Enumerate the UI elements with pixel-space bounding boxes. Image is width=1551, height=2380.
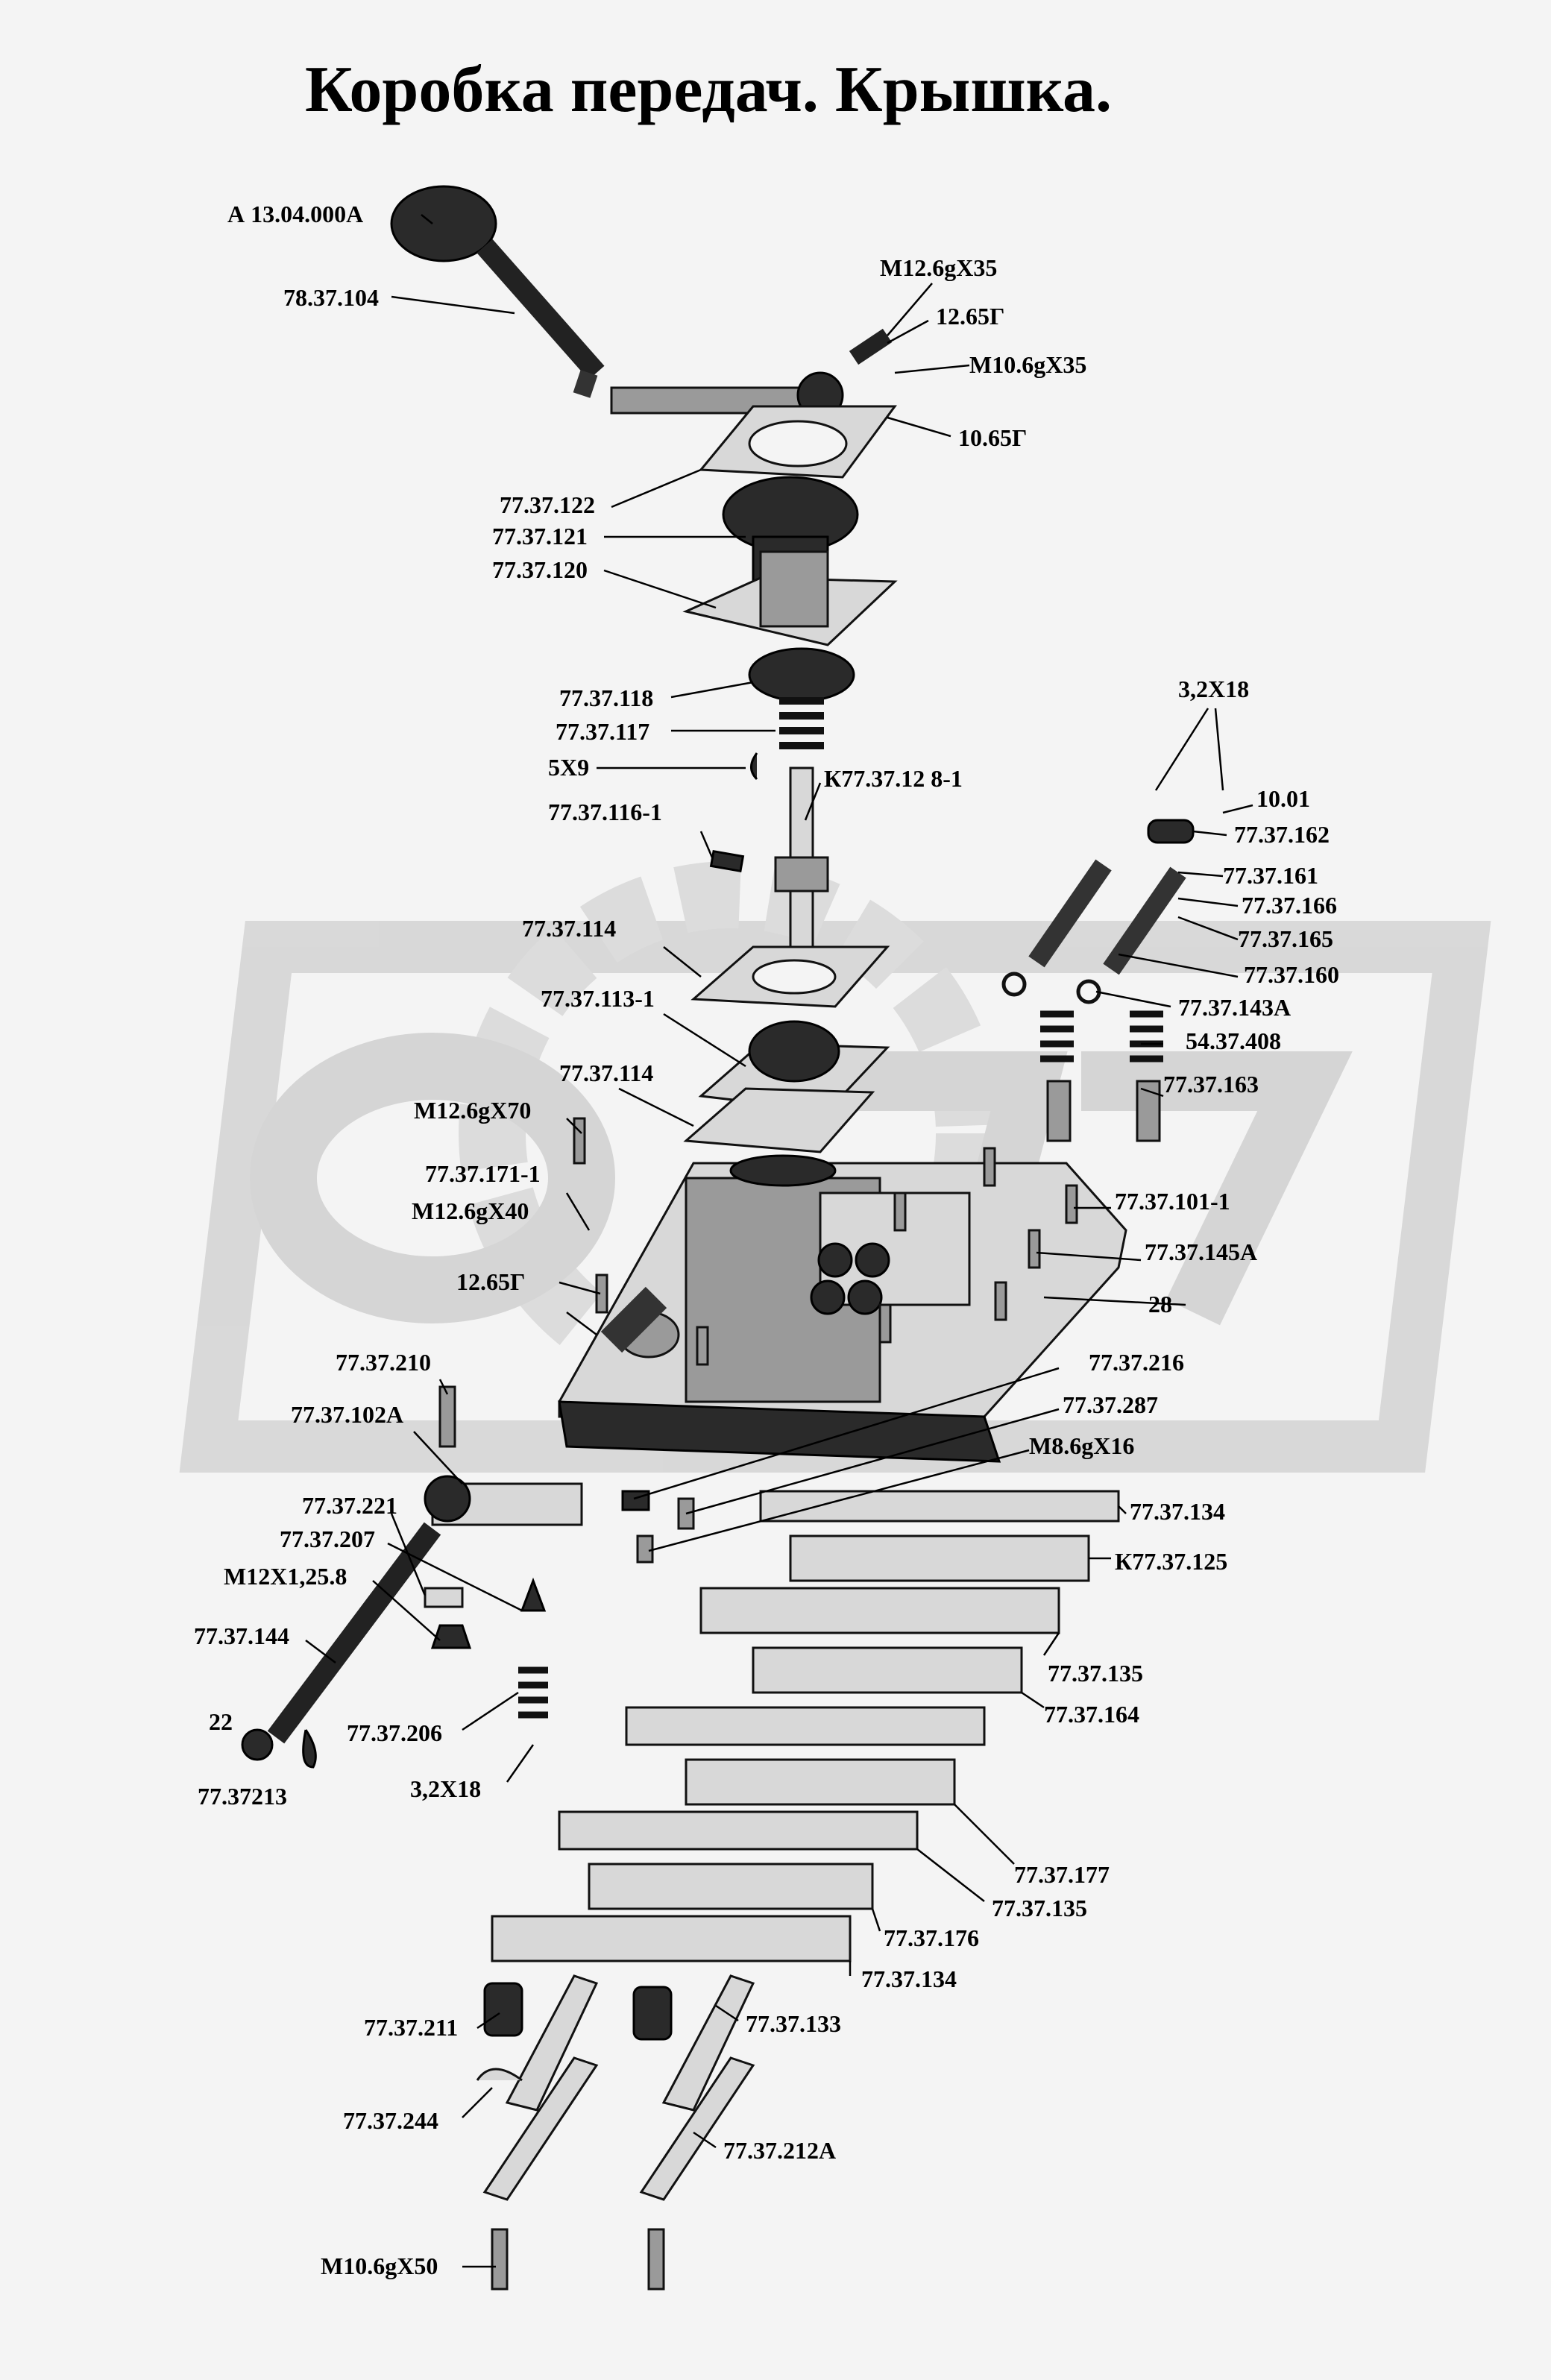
label: 77.37.207	[280, 1526, 375, 1552]
label: М8.6gX16	[1029, 1432, 1134, 1459]
callout-labels: А 13.04.000А 78.37.104 М12.6gX35 12.65Г …	[194, 201, 1339, 2279]
label: 77.37.145А	[1145, 1238, 1257, 1265]
leader-lines	[305, 214, 1253, 2268]
label: 77.37.143А	[1178, 994, 1291, 1021]
gearbox-cover-housing	[558, 1154, 1127, 1463]
label: К77.37.125	[1115, 1548, 1227, 1575]
gasket-plates	[683, 945, 890, 1153]
label: 10.65Г	[958, 424, 1027, 451]
label: 77.37.162	[1234, 821, 1330, 848]
label: 77.37.163	[1163, 1071, 1259, 1098]
label: 77.37.101-1	[1115, 1188, 1230, 1215]
label: 77.37.211	[364, 2014, 458, 2041]
label: 10.01	[1256, 785, 1310, 812]
page-title: Коробка передач. Крышка.	[304, 54, 1113, 126]
label: 77.37.176	[884, 1924, 979, 1951]
label: 77.37.165	[1238, 925, 1333, 952]
cover-flange	[682, 550, 898, 646]
label: 77.37.287	[1063, 1391, 1158, 1418]
label: М10.6gX50	[321, 2252, 438, 2279]
label: 77.37.121	[492, 523, 588, 550]
label: 77.37.221	[302, 1492, 397, 1519]
detent-parts	[1001, 819, 1195, 1142]
lower-levers	[476, 1974, 755, 2291]
housing-bolts	[573, 1117, 1078, 1366]
label: 77.37.212А	[723, 2137, 836, 2164]
label: 77.37.116-1	[548, 799, 662, 825]
cup-and-spring	[748, 647, 855, 781]
label: М12.6gX70	[414, 1097, 531, 1124]
label: 77.37.102А	[291, 1401, 403, 1428]
label: 77.37213	[198, 1783, 287, 1810]
label: 78.37.104	[283, 284, 379, 311]
label: 54.37.408	[1186, 1027, 1281, 1054]
label: 22	[209, 1708, 233, 1735]
lever-flange-plate	[698, 405, 897, 479]
label: 77.37.135	[992, 1895, 1087, 1921]
label: К77.37.12 8-1	[824, 765, 963, 792]
label: М12.6gX35	[880, 254, 997, 281]
label: 3,2X18	[410, 1775, 481, 1802]
label: 77.37.206	[347, 1719, 442, 1746]
label: 77.37.210	[336, 1349, 431, 1376]
label: 77.37.122	[500, 491, 595, 518]
label: 77.37.216	[1089, 1349, 1184, 1376]
label: 77.37.161	[1223, 862, 1318, 889]
label: 12.65Г	[456, 1268, 525, 1295]
label: 77.37.118	[559, 684, 653, 711]
label: 77.37.244	[343, 2107, 438, 2134]
shift-rails	[491, 1490, 1120, 1962]
label: 77.37.164	[1044, 1701, 1139, 1728]
interlock-parts	[241, 1385, 695, 1769]
label: А 13.04.000А	[227, 201, 363, 227]
label: М12X1,25.8	[224, 1563, 347, 1590]
label: 77.37.134	[1130, 1498, 1225, 1525]
label: 3,2X18	[1178, 676, 1249, 702]
label: 12.65Г	[936, 303, 1004, 330]
label: 77.37.120	[492, 556, 588, 583]
label: 77.37.166	[1242, 892, 1337, 919]
gear-lever	[390, 185, 893, 419]
label: 77.37.160	[1244, 961, 1339, 988]
label: 77.37.177	[1014, 1861, 1110, 1888]
label: 77.37.114	[559, 1060, 653, 1086]
label: 77.37.117	[556, 718, 649, 745]
label: 77.37.114	[522, 915, 616, 942]
label: 77.37.135	[1048, 1660, 1143, 1687]
label: 77.37.113-1	[541, 985, 655, 1012]
label: 5X9	[548, 754, 589, 781]
label: 77.37.133	[746, 2010, 841, 2037]
label: 77.37.171-1	[425, 1160, 541, 1187]
label: 77.37.134	[861, 1965, 957, 1992]
label: 77.37.144	[194, 1622, 289, 1649]
label: М12.6gX40	[412, 1197, 529, 1224]
label: М10.6gX35	[969, 351, 1086, 378]
label: 28	[1148, 1291, 1172, 1318]
